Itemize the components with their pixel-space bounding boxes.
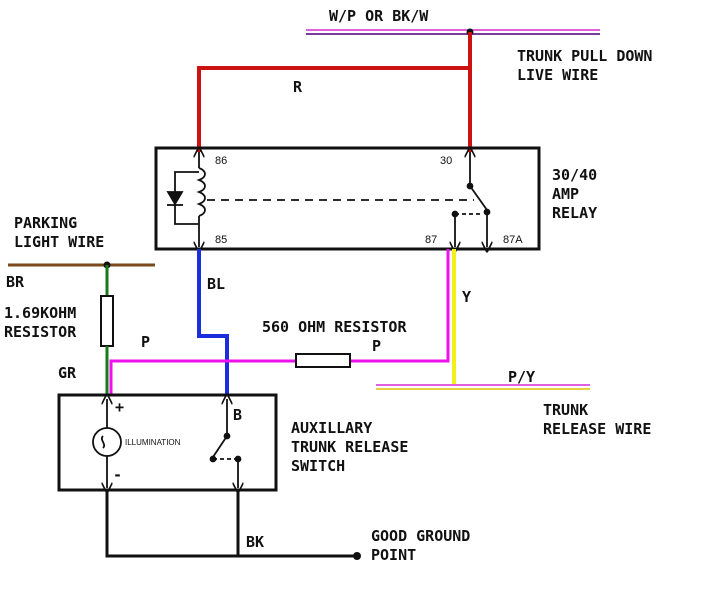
- pin-30-label: 30: [440, 155, 452, 167]
- resistor-560: [295, 353, 351, 368]
- aux-label-2: TRUNK RELEASE: [291, 438, 408, 456]
- aux-switch: [209, 399, 241, 488]
- relay-label-2: AMP: [552, 185, 579, 203]
- p-left-label: P: [141, 333, 150, 351]
- y-label: Y: [462, 288, 471, 306]
- pin-86-label: 86: [215, 155, 227, 167]
- pin-87a-label: 87A: [503, 234, 523, 246]
- py-wire: [376, 384, 590, 390]
- ground-point: [353, 552, 361, 560]
- resistor-1690: [100, 295, 114, 347]
- py-label: P/Y: [508, 368, 535, 386]
- trunk-release-label-2: RELEASE WIRE: [543, 420, 651, 438]
- relay-switch: [453, 152, 490, 247]
- bl-label: BL: [207, 275, 225, 293]
- resistor-560-label: 560 OHM RESISTOR: [262, 318, 407, 336]
- red-wire: [197, 32, 472, 152]
- relay-label-1: 30/40: [552, 166, 597, 184]
- p-wire: [109, 249, 450, 395]
- resistor-1690-label-2: RESISTOR: [4, 323, 77, 341]
- p-right-label: P: [372, 337, 381, 355]
- ground-label-1: GOOD GROUND: [371, 527, 470, 545]
- pin-87-label: 87: [425, 234, 437, 246]
- b-label: B: [233, 406, 242, 424]
- parking-label-1: PARKING: [14, 214, 77, 232]
- aux-label-1: AUXILLARY: [291, 419, 372, 437]
- wp-bkw-wire: [306, 29, 600, 35]
- relay-coil: [166, 152, 474, 247]
- pin-85-label: 85: [215, 234, 227, 246]
- resistor-1690-label-1: 1.69KOHM: [4, 304, 76, 322]
- trunk-pulldown-label-1: TRUNK PULL DOWN: [517, 47, 652, 65]
- illumination-lamp: [92, 399, 122, 488]
- illumination-label: ILLUMINATION: [125, 438, 181, 447]
- r-wire-label: R: [293, 78, 303, 96]
- gr-label: GR: [58, 364, 77, 382]
- trunk-release-label-1: TRUNK: [543, 401, 588, 419]
- br-label: BR: [6, 273, 25, 291]
- aux-label-3: SWITCH: [291, 457, 345, 475]
- ground-label-2: POINT: [371, 546, 416, 564]
- bl-wire: [197, 249, 229, 395]
- aux-switch-box: [57, 393, 278, 492]
- parking-label-2: LIGHT WIRE: [14, 233, 104, 251]
- minus-label: -: [113, 466, 122, 484]
- relay-box: [154, 146, 541, 251]
- plus-label: +: [115, 398, 124, 416]
- bk-wire: [105, 490, 357, 558]
- relay-label-3: RELAY: [552, 204, 597, 222]
- bk-label: BK: [246, 533, 264, 551]
- wp-bkw-label: W/P OR BK/W: [329, 7, 429, 25]
- trunk-pulldown-label-2: LIVE WIRE: [517, 66, 598, 84]
